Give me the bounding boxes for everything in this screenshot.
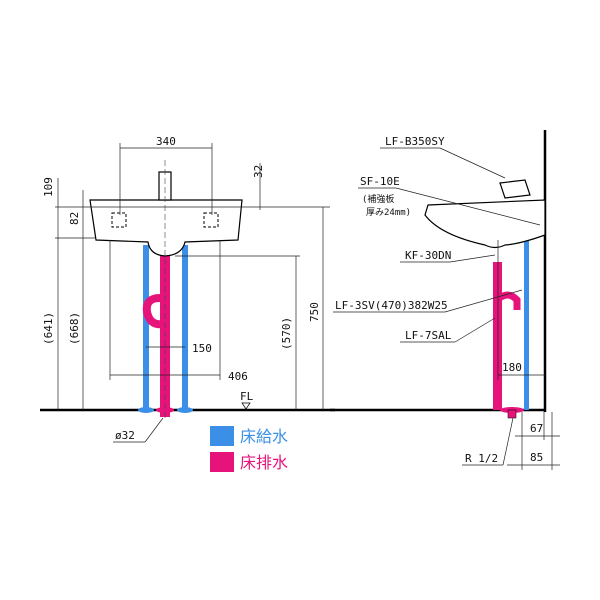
label-faucet: LF-B350SY <box>385 135 445 148</box>
side-view: LF-B350SY SF-10E (補強板 厚み24mm) KF-30DN LF… <box>330 130 560 470</box>
label-bracket-note-1: (補強板 <box>362 193 394 205</box>
basin-side <box>424 199 546 249</box>
dim-82: 82 <box>68 212 81 225</box>
drain-swatch <box>210 452 234 472</box>
trap <box>142 294 164 329</box>
dim-668: (668) <box>68 312 81 345</box>
supply-legend-label: 床給水 <box>240 427 288 446</box>
legend: 床給水 床排水 <box>210 426 288 472</box>
faucet-side <box>499 179 531 199</box>
dim-406: 406 <box>228 370 248 383</box>
dim-32: 32 <box>252 165 265 178</box>
dim-150: 150 <box>192 342 212 355</box>
dim-750: 750 <box>308 302 321 322</box>
label-bracket: SF-10E <box>360 175 400 188</box>
label-bracket-note-2: 厚み24mm) <box>366 207 411 218</box>
label-drain: KF-30DN <box>405 249 451 262</box>
dim-109: 109 <box>42 177 55 197</box>
basin-front <box>89 199 243 257</box>
dim-641: (641) <box>42 312 55 345</box>
dim-thread: R 1/2 <box>465 452 498 465</box>
supply-pipe-left <box>143 245 149 410</box>
dim-180: 180 <box>502 361 522 374</box>
dim-570: (570) <box>280 317 293 350</box>
dim-340: 340 <box>156 135 176 148</box>
dim-85: 85 <box>530 451 543 464</box>
dim-drain-diameter: ø32 <box>115 429 135 442</box>
drain-legend-label: 床排水 <box>240 453 288 472</box>
dim-67: 67 <box>530 422 543 435</box>
faucet-front <box>158 171 172 201</box>
supply-swatch <box>210 426 234 446</box>
label-trap: LF-7SAL <box>405 329 452 342</box>
front-view: 340 32 109 82 (641) (668) (570) 750 150 … <box>40 135 335 443</box>
floor-label: FL <box>240 390 254 403</box>
label-supply: LF-3SV(470)382W25 <box>335 299 448 312</box>
supply-pipe-right <box>182 245 188 410</box>
